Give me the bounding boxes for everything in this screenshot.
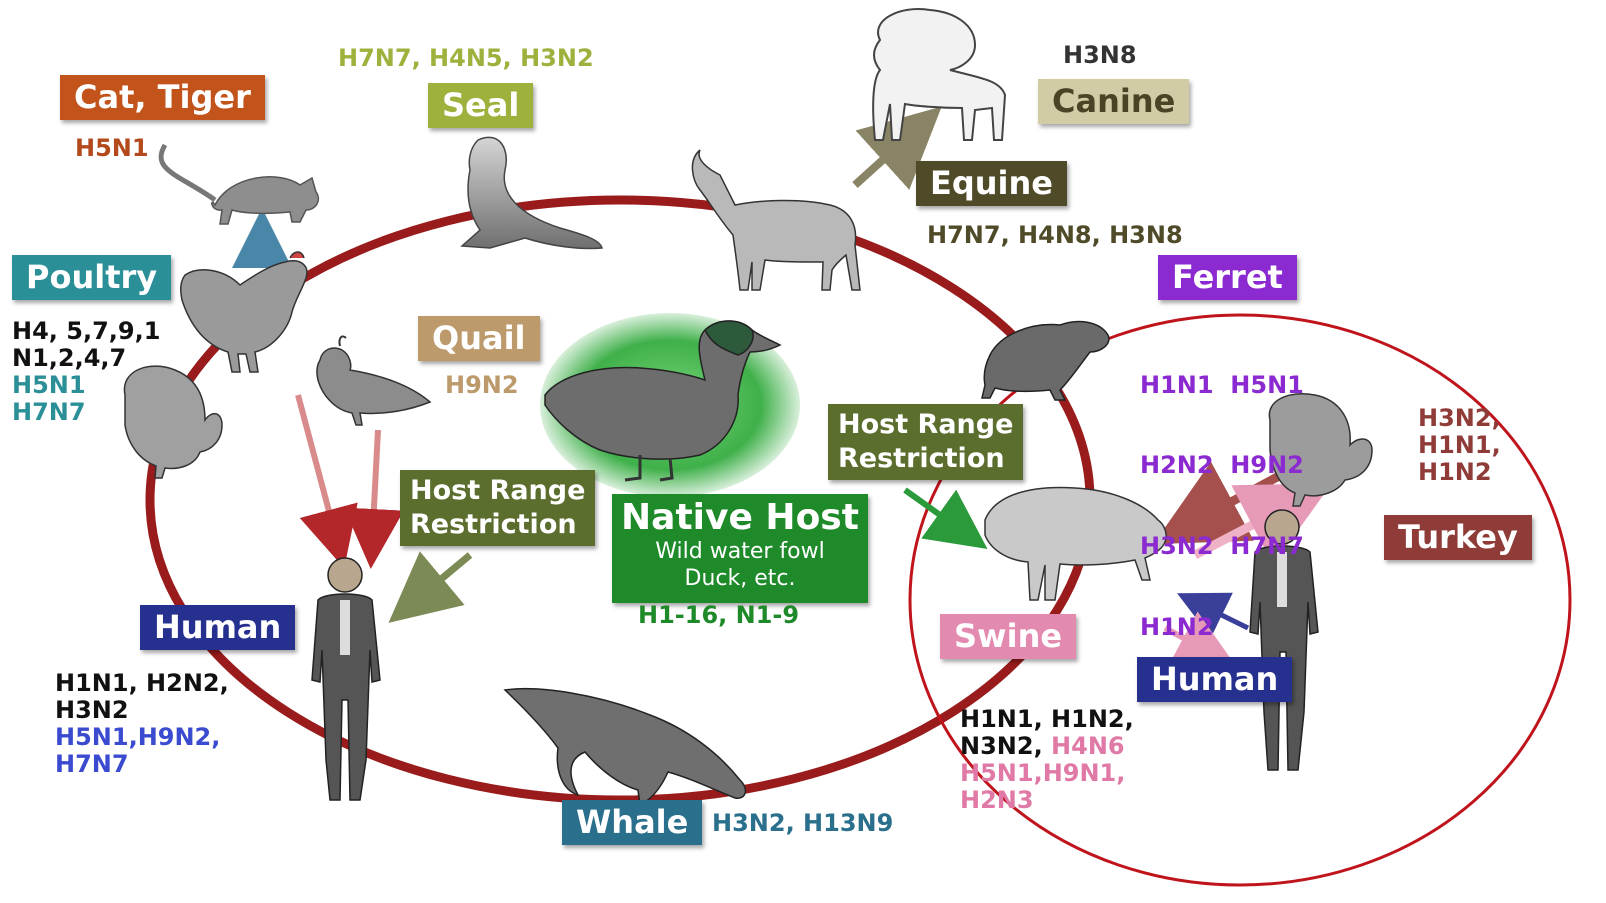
canine-strains: H3N8 (1063, 42, 1137, 69)
ferret-strain-line: H1N2 (1140, 614, 1304, 641)
human-left-strain-line: H3N2 (55, 697, 229, 724)
poultry-strain-line: H4, 5,7,9,1 (12, 318, 160, 345)
host-range-restriction-right: Host Range Restriction (828, 404, 1023, 480)
human-left-strains: H1N1, H2N2, H3N2 H5N1,H9N2, H7N7 (55, 670, 229, 778)
cat-icon (161, 145, 318, 224)
restriction-line: Restriction (838, 442, 1013, 476)
human-left-strain-line: H7N7 (55, 751, 229, 778)
seal-label: Seal (428, 83, 533, 128)
arrow-horse-to-dog (855, 128, 918, 185)
ferret-strain-line: H3N2 H7N7 (1140, 533, 1304, 560)
turkey-strain-line: H3N2, (1418, 405, 1501, 432)
human-right-label: Human (1137, 657, 1292, 702)
equine-strains: H7N7, H4N8, H3N8 (927, 222, 1183, 249)
swine-strain-dark: N3N2, (960, 732, 1051, 760)
dog-icon (873, 9, 1005, 140)
turkey-strain-line: H1N2 (1418, 459, 1501, 486)
whale-strains: H3N2, H13N9 (712, 810, 893, 837)
ferret-strains: H1N1 H5N1 H2N2 H9N2 H3N2 H7N7 H1N2 (1140, 318, 1304, 694)
chicken-icon (181, 252, 307, 372)
swine-strain-line: H2N3 (960, 787, 1134, 814)
arrow-quail-to-human (372, 430, 378, 545)
human-left-icon (312, 558, 380, 800)
restriction-line: Host Range (410, 474, 585, 508)
swine-strain-line: N3N2, H4N6 (960, 733, 1134, 760)
ferret-strain-line: H1N1 H5N1 (1140, 372, 1304, 399)
horse-icon (692, 150, 860, 290)
native-host-box: Native Host Wild water fowl Duck, etc. (612, 494, 868, 603)
swine-strains: H1N1, H1N2, N3N2, H4N6 H5N1,H9N1, H2N3 (960, 706, 1134, 814)
human-left-strain-line: H1N1, H2N2, (55, 670, 229, 697)
arrow-restriction-right (905, 490, 968, 535)
native-host-line1: Wild water fowl (620, 538, 860, 566)
turkey-label: Turkey (1384, 515, 1532, 560)
whale-icon (505, 689, 745, 805)
poultry-strains: H4, 5,7,9,1 N1,2,4,7 H5N1 H7N7 (12, 318, 160, 426)
human-left-label: Human (140, 605, 295, 650)
turkey-strain-line: H1N1, (1418, 432, 1501, 459)
poultry-label: Poultry (12, 255, 171, 300)
restriction-line: Host Range (838, 408, 1013, 442)
host-range-restriction-left: Host Range Restriction (400, 470, 595, 546)
equine-label: Equine (916, 161, 1067, 206)
poultry-strain-line: H5N1 (12, 372, 160, 399)
native-host-line2: Duck, etc. (620, 565, 860, 593)
turkey-strains: H3N2, H1N1, H1N2 (1418, 405, 1501, 486)
seal-strains: H7N7, H4N5, H3N2 (338, 45, 594, 72)
whale-label: Whale (562, 800, 702, 845)
cat-tiger-label: Cat, Tiger (60, 75, 265, 120)
ferret-label: Ferret (1158, 255, 1297, 300)
poultry-strain-line: N1,2,4,7 (12, 345, 160, 372)
restriction-line: Restriction (410, 508, 585, 542)
swine-strain-line: H5N1,H9N1, (960, 760, 1134, 787)
cat-tiger-strains: H5N1 (75, 135, 149, 162)
swine-strain-pink: H4N6 (1051, 732, 1125, 760)
seal-icon (462, 137, 602, 248)
poultry-strain-line: H7N7 (12, 399, 160, 426)
swine-strain-line: H1N1, H1N2, (960, 706, 1134, 733)
native-host-strains: H1-16, N1-9 (638, 602, 799, 629)
ferret-strain-line: H2N2 H9N2 (1140, 452, 1304, 479)
quail-icon (317, 336, 430, 425)
quail-label: Quail (418, 316, 540, 361)
canine-label: Canine (1038, 79, 1189, 124)
human-left-strain-line: H5N1,H9N2, (55, 724, 229, 751)
arrow-restriction-left (410, 555, 470, 605)
ferret-icon (982, 322, 1109, 400)
quail-strains: H9N2 (445, 372, 519, 399)
swine-label: Swine (940, 614, 1076, 659)
native-host-title: Native Host (620, 498, 860, 538)
arrow-poultry-to-human-1 (298, 395, 338, 545)
